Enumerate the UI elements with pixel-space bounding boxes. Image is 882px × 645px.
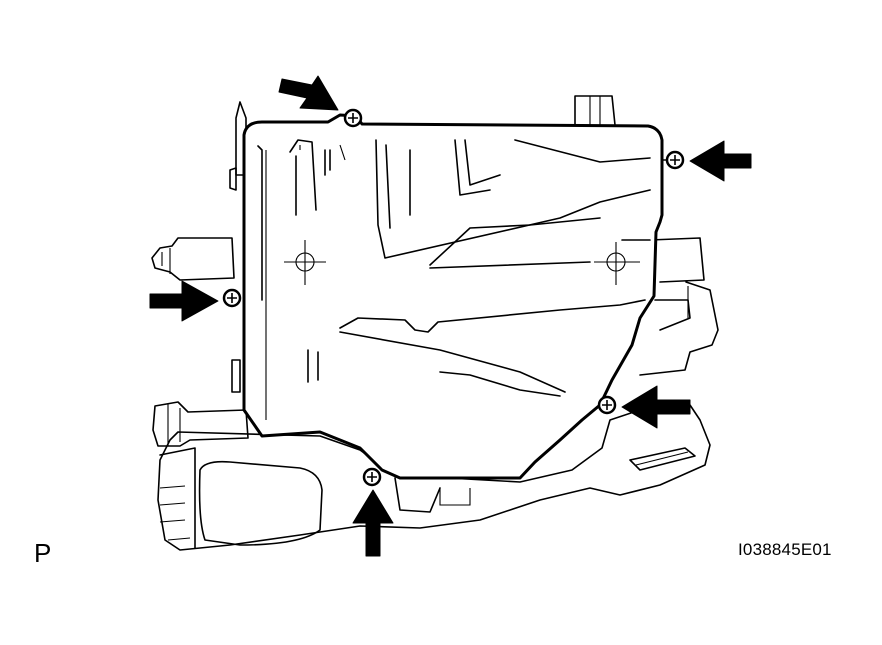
figure-id: I038845E01 [738, 540, 832, 559]
arrow-down-right-icon [278, 75, 339, 111]
arrow-up-icon [352, 489, 394, 557]
top-connector [574, 95, 616, 126]
locator-mark-left [284, 240, 326, 285]
arrow-left-icon [689, 140, 752, 182]
screw-left [222, 288, 242, 308]
screw-top [343, 108, 363, 128]
arrow-right-icon [149, 280, 219, 322]
left-fittings [151, 101, 249, 447]
screw-bottom [362, 467, 382, 487]
screw-lower-right [597, 395, 617, 415]
cover-plate [242, 113, 676, 480]
screw-top-right [665, 150, 685, 170]
corner-label: P [34, 538, 52, 568]
locator-mark-right [594, 242, 640, 285]
arrow-left-icon [621, 385, 691, 429]
cover-ribs [257, 139, 651, 420]
